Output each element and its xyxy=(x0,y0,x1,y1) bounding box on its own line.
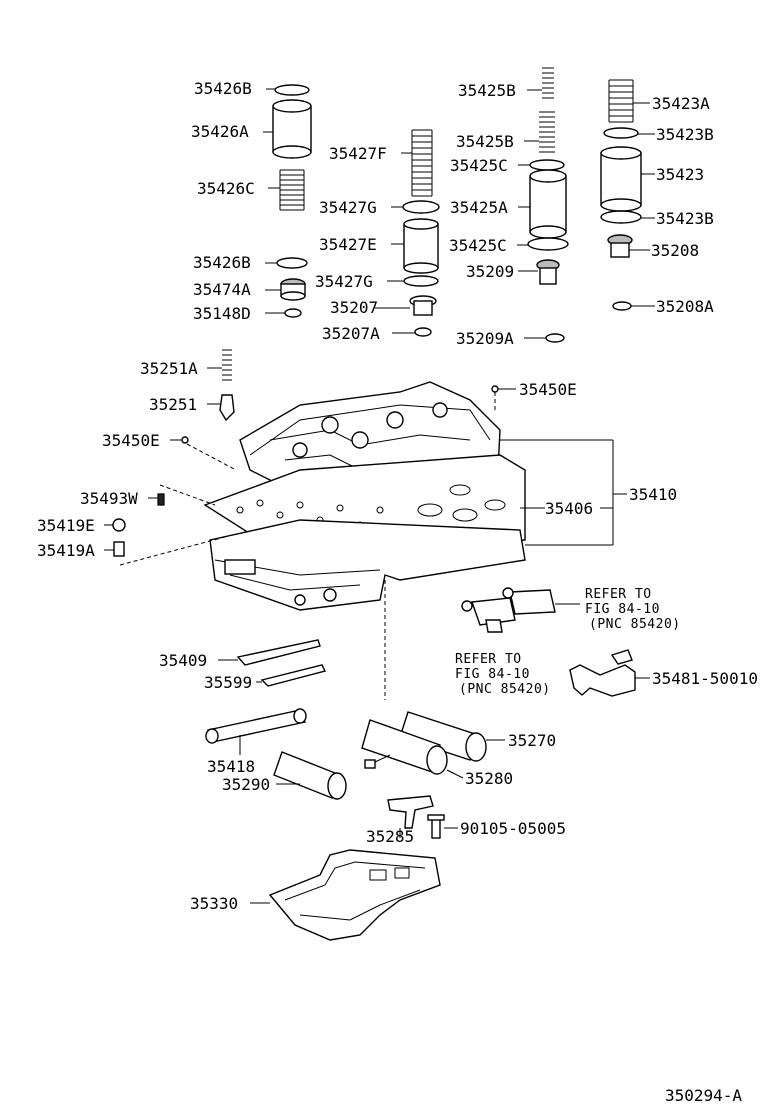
label-35425A: 35425A xyxy=(450,198,508,217)
small-parts-left xyxy=(104,493,165,557)
ref1-line1: REFER TO xyxy=(585,587,652,602)
label-35419A: 35419A xyxy=(37,541,95,560)
part-35426-group xyxy=(263,84,312,318)
label-35207A: 35207A xyxy=(322,324,380,343)
label-35270: 35270 xyxy=(508,731,556,750)
label-35427G-bot: 35427G xyxy=(315,272,373,291)
label-35423: 35423 xyxy=(656,165,704,184)
label-35410: 35410 xyxy=(629,485,677,504)
part-35418 xyxy=(205,708,307,755)
label-35450E-right: 35450E xyxy=(519,380,577,399)
label-35423A: 35423A xyxy=(652,94,710,113)
label-35418: 35418 xyxy=(207,757,255,776)
label-35425B-top: 35425B xyxy=(458,81,516,100)
plates-35409-35599 xyxy=(218,639,327,687)
label-35426B-top: 35426B xyxy=(194,79,252,98)
ref2-line3: (PNC 85420) xyxy=(459,682,551,697)
label-35423B-top: 35423B xyxy=(656,125,714,144)
label-35474A: 35474A xyxy=(193,280,251,299)
label-35493W: 35493W xyxy=(80,489,138,508)
part-35423-group xyxy=(600,79,655,311)
label-35481-50010: 35481-50010 xyxy=(652,669,758,688)
label-35599: 35599 xyxy=(204,673,252,692)
label-35208: 35208 xyxy=(651,241,699,260)
label-35285: 35285 xyxy=(366,827,414,846)
label-35207: 35207 xyxy=(330,298,378,317)
label-35450E-left: 35450E xyxy=(102,431,160,450)
plate-holes xyxy=(236,484,506,534)
valve-body-assembly xyxy=(119,381,526,700)
ref1-line2: FIG 84-10 xyxy=(585,602,660,617)
label-35427E: 35427E xyxy=(319,235,377,254)
label-35423B-bot: 35423B xyxy=(656,209,714,228)
figure-id: 350294-A xyxy=(665,1086,742,1105)
ref2-line1: REFER TO xyxy=(455,652,522,667)
bracket-35410 xyxy=(500,439,627,546)
label-35426C: 35426C xyxy=(197,179,255,198)
label-35406: 35406 xyxy=(545,499,593,518)
label-35148D: 35148D xyxy=(193,304,251,323)
label-35251A: 35251A xyxy=(140,359,198,378)
spring-35425B-mid xyxy=(539,111,555,153)
label-35427F: 35427F xyxy=(329,144,387,163)
label-35330: 35330 xyxy=(190,894,238,913)
ref2-line2: FIG 84-10 xyxy=(455,667,530,682)
label-35290: 35290 xyxy=(222,775,270,794)
spring-35427F xyxy=(411,129,433,197)
label-35426B-bot: 35426B xyxy=(193,253,251,272)
label-35209A: 35209A xyxy=(456,329,514,348)
solenoid-connector-85420 xyxy=(461,587,580,633)
label-35427G-top: 35427G xyxy=(319,198,377,217)
label-35208A: 35208A xyxy=(656,297,714,316)
spring-35426C xyxy=(279,169,305,211)
label-35425C-bot: 35425C xyxy=(449,236,507,255)
label-35425C-top: 35425C xyxy=(450,156,508,175)
pipe-35481 xyxy=(569,649,650,697)
part-35251-group xyxy=(207,349,235,422)
strainer-35330 xyxy=(250,849,441,941)
label-35425B-mid: 35425B xyxy=(456,132,514,151)
label-90105-05005: 90105-05005 xyxy=(460,819,566,838)
solenoid-35270 xyxy=(399,711,505,762)
label-35209: 35209 xyxy=(466,262,514,281)
bracket-35285 xyxy=(387,795,434,838)
part-35427-group xyxy=(375,129,440,337)
solenoid-35280 xyxy=(361,719,464,779)
bolt-90105 xyxy=(427,814,458,839)
label-35426A: 35426A xyxy=(191,122,249,141)
label-35409: 35409 xyxy=(159,651,207,670)
spring-35425B-top xyxy=(542,67,554,99)
label-35251: 35251 xyxy=(149,395,197,414)
part-35425-group xyxy=(517,67,569,343)
part-35290 xyxy=(273,751,347,800)
spring-35423A xyxy=(608,79,634,123)
label-35280: 35280 xyxy=(465,769,513,788)
label-35419E: 35419E xyxy=(37,516,95,535)
ref1-line3: (PNC 85420) xyxy=(589,617,681,632)
